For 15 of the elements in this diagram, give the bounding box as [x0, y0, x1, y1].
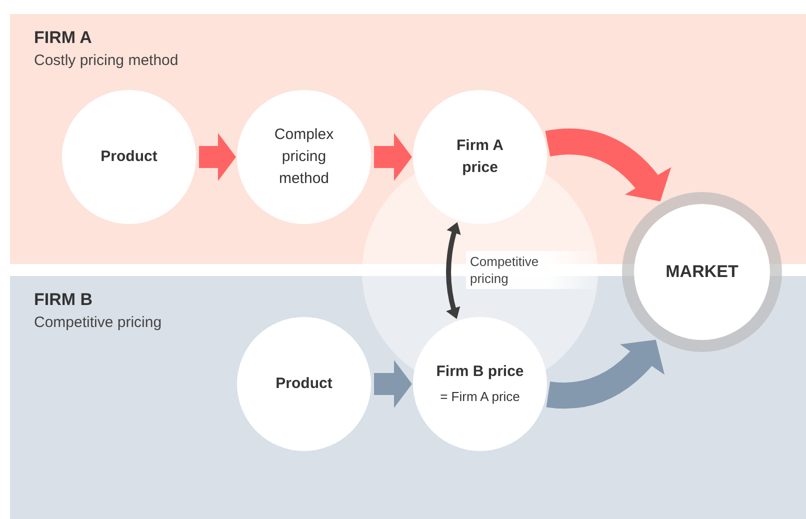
section-title: FIRM A	[34, 28, 92, 48]
circle-label: Product	[100, 147, 158, 167]
arrow	[446, 221, 462, 320]
circle-label: Firm A price	[456, 136, 504, 178]
arrow	[374, 360, 412, 408]
circle-label: Firm B price	[436, 362, 524, 382]
circle-note: = Firm A price	[440, 388, 520, 406]
circle-label: MARKET	[666, 261, 738, 283]
circle-label: Product	[276, 374, 332, 394]
circle-label: Complex pricing method	[273, 125, 335, 189]
arrow	[374, 133, 412, 181]
section-title: FIRM B	[34, 290, 93, 310]
section-subtitle: Costly pricing method	[34, 52, 178, 69]
section-subtitle: Competitive pricing	[34, 314, 162, 331]
arrow	[199, 133, 236, 181]
